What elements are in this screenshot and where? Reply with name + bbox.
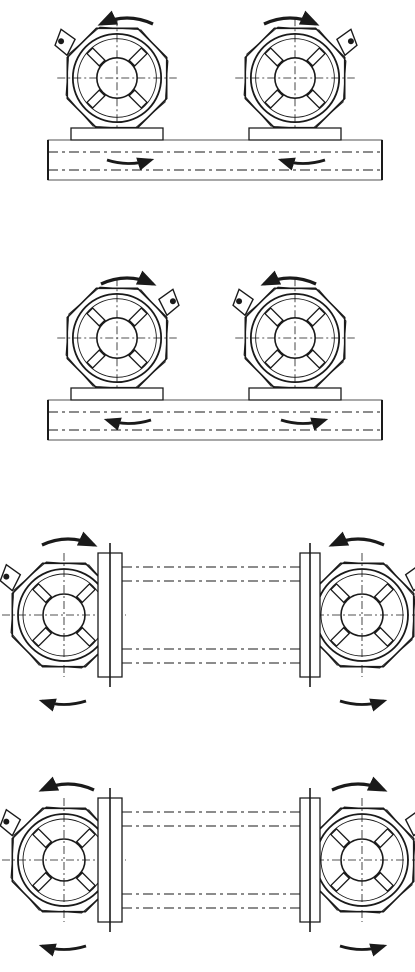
side-bracket [233,289,253,315]
side-bracket [0,810,20,836]
coil-unit [300,553,415,677]
coil-unit [57,278,179,398]
spoke [307,350,325,368]
coil-unit [233,278,355,398]
rotation-arrow [264,10,320,26]
bracket-pin [236,298,243,305]
spoke [375,584,393,602]
spoke [33,873,51,891]
side-bracket [55,29,75,55]
spoke [375,628,393,646]
spoke [307,308,325,326]
spoke [331,829,349,847]
outer-ring [18,569,110,661]
spoke [265,90,283,108]
side-bracket [406,810,415,836]
outer-ring [316,569,408,661]
outer-ring [18,814,110,906]
travel-arrow [340,698,388,712]
mount-foot [71,128,163,140]
spoke [77,873,95,891]
spoke [77,829,95,847]
rotation-arrow [42,531,98,547]
travel-arrow [38,943,86,957]
coil-unit [235,18,357,138]
bracket-pin [3,818,10,825]
spoke [33,584,51,602]
spoke [129,350,147,368]
mount-foot [249,388,341,400]
spoke [307,90,325,108]
rotation-arrow [328,531,384,547]
spoke [331,873,349,891]
spoke [265,308,283,326]
rotation-arrow [38,776,94,792]
spoke [33,829,51,847]
bracket-pin [3,573,10,580]
bracket-pin [347,38,354,45]
base-frame [48,400,382,440]
coil-unit [300,798,415,922]
bracket-pin [169,298,176,305]
spoke [307,48,325,66]
spoke [87,48,105,66]
rotation-arrow [97,10,153,26]
rotation-arrow [332,776,388,792]
travel-arrow [281,417,329,431]
rotation-arrow [260,270,316,286]
base-frame [48,140,382,180]
spoke [375,829,393,847]
spoke [331,584,349,602]
bracket-pin [58,38,65,45]
spoke [129,308,147,326]
view-vertical [0,776,415,957]
spoke [33,628,51,646]
spoke [375,873,393,891]
spoke [87,90,105,108]
travel-arrow [277,157,325,171]
spoke [87,350,105,368]
spoke [77,628,95,646]
side-bracket [0,565,20,591]
side-bracket [159,289,179,315]
travel-arrow [103,417,151,431]
view-horizontal [48,270,382,440]
spoke [265,350,283,368]
spoke [265,48,283,66]
spoke [129,90,147,108]
spoke [77,584,95,602]
spoke [129,48,147,66]
travel-arrow [38,698,86,712]
mount-foot [71,388,163,400]
travel-arrow [340,943,388,957]
view-horizontal [48,10,382,180]
outer-ring [316,814,408,906]
spoke [331,628,349,646]
mount-foot [249,128,341,140]
view-vertical [0,531,415,712]
rotation-arrow [101,270,157,286]
spoke [87,308,105,326]
side-bracket [337,29,357,55]
side-bracket [406,565,415,591]
travel-arrow [107,157,155,171]
coil-unit [55,18,177,138]
